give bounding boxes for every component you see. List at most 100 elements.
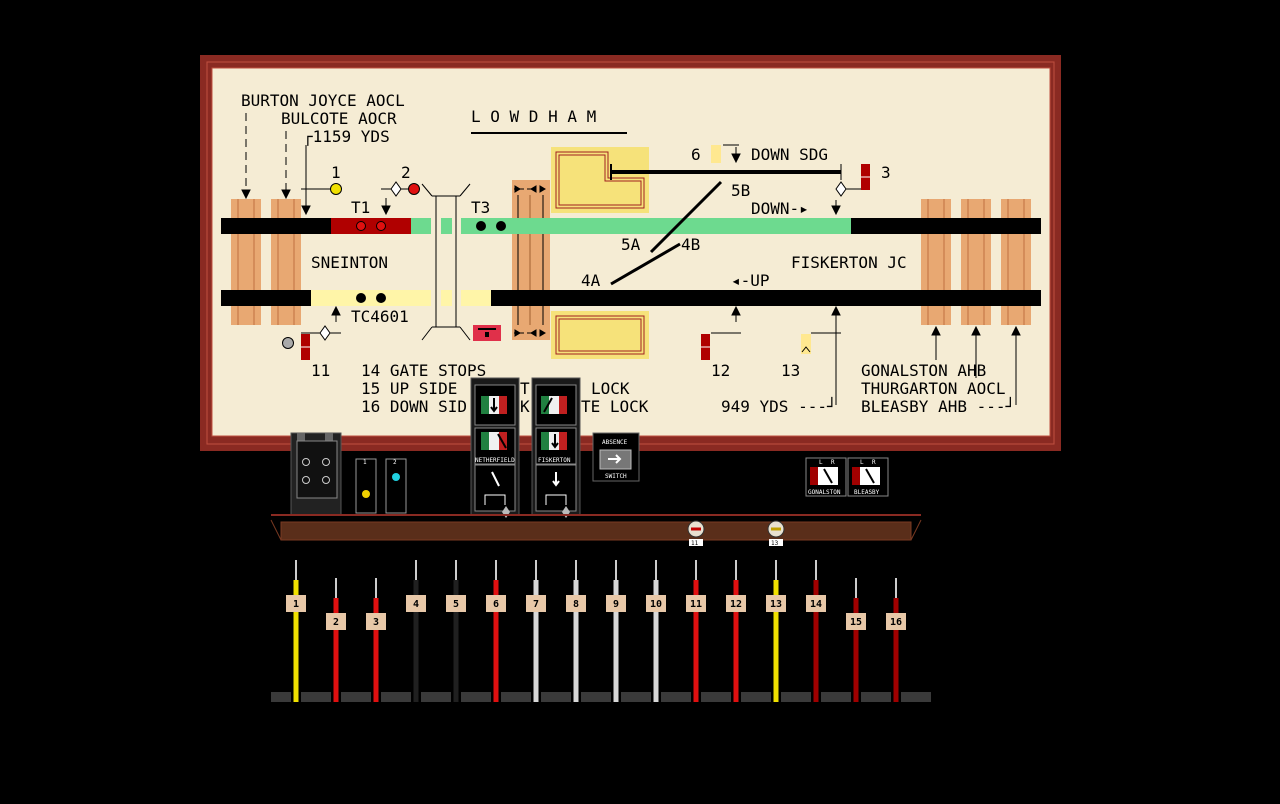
lever-body[interactable] — [573, 580, 579, 702]
down-main-line — [221, 218, 1041, 234]
lever-number-plate — [606, 595, 626, 612]
lever-5[interactable]: 5 — [446, 560, 466, 702]
lever-11[interactable]: 11 — [686, 560, 706, 702]
lever-number: 7 — [533, 599, 539, 610]
lever-collar-13[interactable]: 13 — [767, 520, 785, 547]
lever-frame-floor — [271, 692, 931, 702]
label-lock-2: TE LOCK — [581, 397, 649, 416]
lever-body[interactable] — [693, 580, 699, 702]
instrument-shelf — [270, 514, 922, 541]
lever-handle[interactable] — [415, 560, 417, 580]
lever-body[interactable] — [293, 580, 299, 702]
label-t1: T1 — [351, 198, 370, 217]
lever-body[interactable] — [613, 580, 619, 702]
repeater-2-label: 2 — [393, 459, 397, 466]
lever-handle[interactable] — [775, 560, 777, 580]
lever-14[interactable]: 14 — [806, 560, 826, 702]
block-instrument-fiskerton[interactable]: FISKERTON — [531, 377, 581, 518]
collar-11-tag: 11 — [691, 540, 699, 547]
label-t-mid: T — [520, 379, 530, 398]
lever-12[interactable]: 12 — [726, 560, 746, 702]
lever-number-plate — [326, 613, 346, 630]
label-sneinton: SNEINTON — [311, 253, 388, 272]
lever-body[interactable] — [733, 580, 739, 702]
lever-handle[interactable] — [695, 560, 697, 580]
lever-body[interactable] — [373, 598, 379, 702]
lever-16[interactable]: 16 — [886, 578, 906, 702]
gated-level-crossing — [512, 147, 649, 359]
lever-9[interactable]: 9 — [606, 560, 626, 702]
lever-body[interactable] — [493, 580, 499, 702]
lever-handle[interactable] — [855, 578, 857, 598]
track-circuit-tc4601 — [311, 290, 431, 306]
lever-handle[interactable] — [375, 578, 377, 598]
label-burton-joyce: BURTON JOYCE AOCL — [241, 91, 405, 110]
repeater-1-label: 1 — [363, 459, 367, 466]
lever-4[interactable]: 4 — [406, 560, 426, 702]
label-gate-stops: 14 GATE STOPS — [361, 361, 486, 380]
lever-body[interactable] — [333, 598, 339, 702]
lever-body[interactable] — [853, 598, 859, 702]
lever-handle[interactable] — [655, 560, 657, 580]
absence-switch[interactable]: ABSENCE SWITCH — [592, 432, 640, 482]
gate-release-box[interactable] — [290, 432, 342, 516]
signals — [282, 144, 870, 360]
signal-1-aspect — [330, 183, 342, 195]
signal-number-6: 6 — [691, 145, 701, 164]
lever-handle[interactable] — [615, 560, 617, 580]
lever-1[interactable]: 1 — [286, 560, 306, 702]
up-main-line — [221, 290, 1041, 306]
lever-collar-11[interactable]: 11 — [687, 520, 705, 547]
switch-label: SWITCH — [605, 473, 627, 480]
label-down-side: 16 DOWN SID — [361, 397, 467, 416]
track-circuit-t3 — [461, 218, 851, 234]
lever-7[interactable]: 7 — [526, 560, 546, 702]
signal-number-11: 11 — [311, 361, 330, 380]
lever-body[interactable] — [413, 580, 419, 702]
lever-number-plate — [366, 613, 386, 630]
label-up-side: 15 UP SIDE — [361, 379, 457, 398]
lever-body[interactable] — [813, 580, 819, 702]
lever-number: 9 — [613, 599, 619, 610]
signal-repeater-2: 2 — [385, 458, 407, 514]
lever-3[interactable]: 3 — [366, 578, 386, 702]
signal-6-arm — [711, 145, 721, 163]
label-fiskerton-jc: FISKERTON JC — [791, 253, 907, 272]
lever-handle[interactable] — [455, 560, 457, 580]
netherfield-label: NETHERFIELD — [475, 457, 515, 464]
lever-body[interactable] — [773, 580, 779, 702]
fiskerton-label: FISKERTON — [538, 457, 571, 464]
lever-number: 4 — [413, 599, 419, 610]
lever-number: 13 — [770, 599, 782, 610]
lever-handle[interactable] — [735, 560, 737, 580]
block-instrument-netherfield[interactable]: NETHERFIELD — [470, 377, 520, 518]
point-label-5a: 5A — [621, 235, 641, 254]
lever-handle[interactable] — [895, 578, 897, 598]
lever-number: 11 — [690, 599, 702, 610]
lever-body[interactable] — [653, 580, 659, 702]
lever-body[interactable] — [893, 598, 899, 702]
lever-handle[interactable] — [535, 560, 537, 580]
lever-2[interactable]: 2 — [326, 578, 346, 702]
lever-number: 3 — [373, 617, 379, 628]
lever-handle[interactable] — [335, 578, 337, 598]
signal-number-3: 3 — [881, 163, 891, 182]
lever-15[interactable]: 15 — [846, 578, 866, 702]
track-circuit-t1 — [331, 218, 411, 234]
label-down-direction: DOWN-▸ — [751, 199, 809, 218]
lever-body[interactable] — [533, 580, 539, 702]
lever-13[interactable]: 13 — [766, 560, 786, 702]
crossing-indicator-bleasby: L R BLEASBY — [847, 457, 889, 497]
label-down-sdg: DOWN SDG — [751, 145, 828, 164]
lever-handle[interactable] — [495, 560, 497, 580]
lever-8[interactable]: 8 — [566, 560, 586, 702]
lever-6[interactable]: 6 — [486, 560, 506, 702]
lever-10[interactable]: 10 — [646, 560, 666, 702]
point-label-4b: 4B — [681, 235, 700, 254]
lever-handle[interactable] — [815, 560, 817, 580]
lever-handle[interactable] — [295, 560, 297, 580]
label-gonalston: GONALSTON AHB — [861, 361, 986, 380]
lever-body[interactable] — [453, 580, 459, 702]
gonalston-label: GONALSTON — [808, 489, 841, 496]
lever-handle[interactable] — [575, 560, 577, 580]
